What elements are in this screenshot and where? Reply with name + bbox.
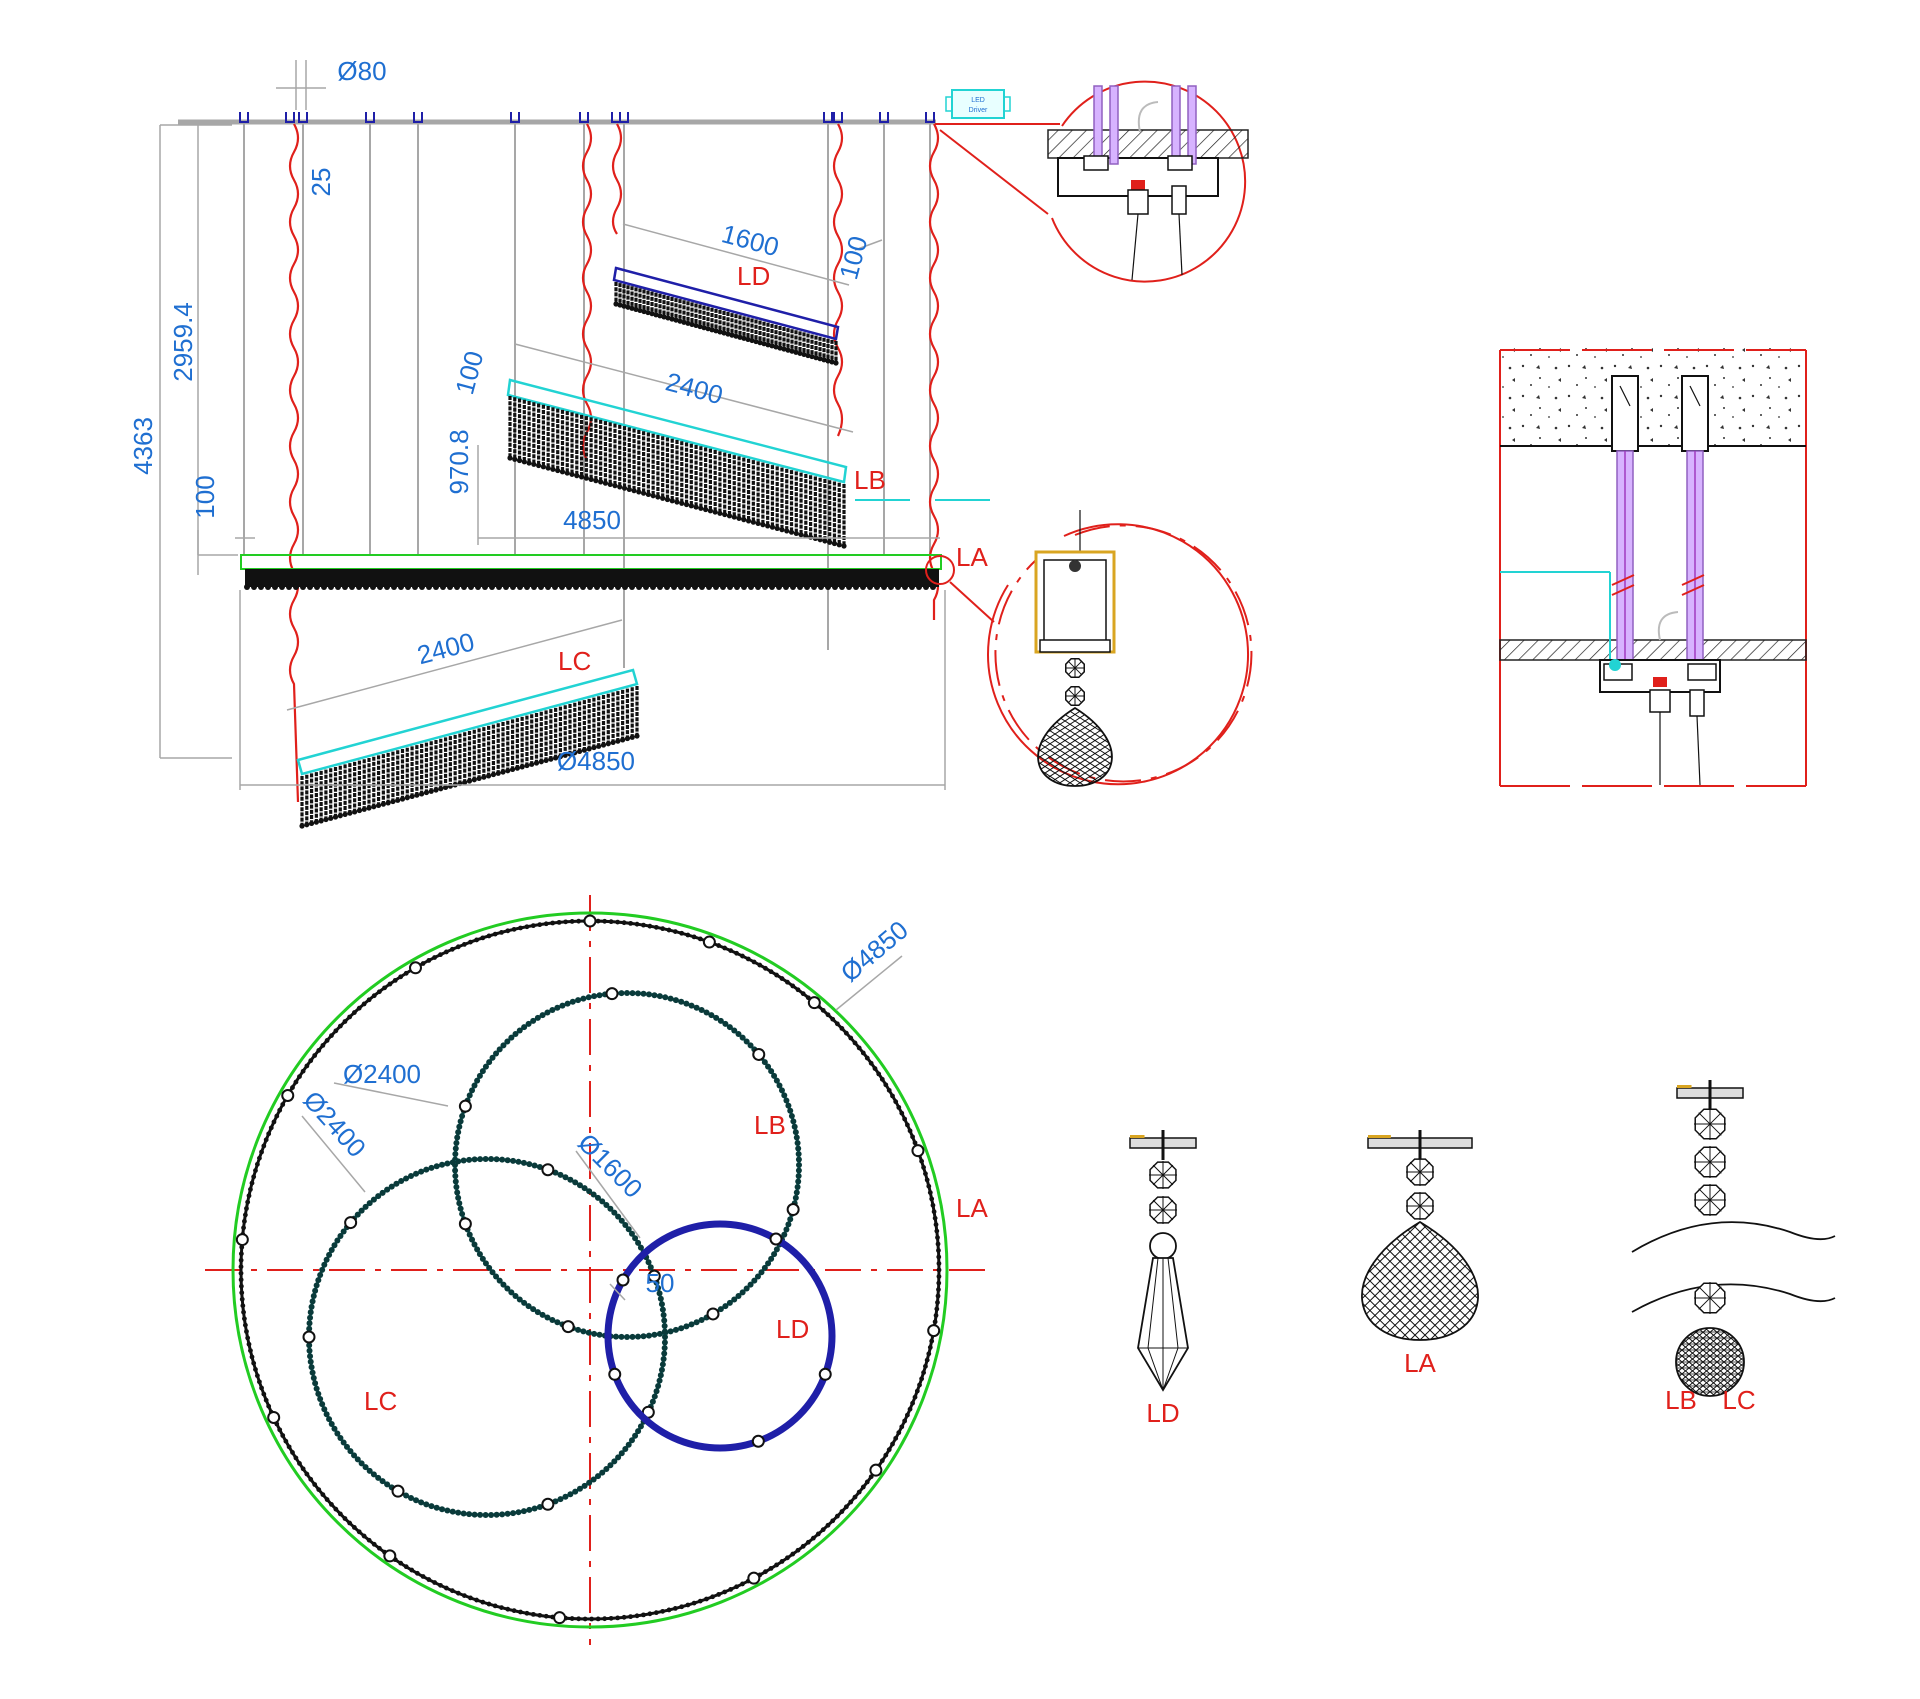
pendant-ld	[1129, 1130, 1197, 1392]
label-lb: LB	[854, 465, 886, 495]
pendant-lb-lc	[1631, 1080, 1836, 1397]
ld-ring-elevation	[612, 266, 840, 366]
pendant-details: LD LA LB LC	[1129, 1080, 1836, 1428]
dimension-lines	[159, 60, 990, 790]
pendant-label-lc: LC	[1722, 1385, 1755, 1415]
plan-label-lb: LB	[754, 1110, 786, 1140]
lb-ring-elevation	[506, 378, 848, 549]
plan-label-ld: LD	[776, 1314, 809, 1344]
pendant-label-la: LA	[1404, 1348, 1436, 1378]
plan-label-la: LA	[956, 1193, 988, 1223]
dim-total-drop: 4363	[128, 417, 158, 475]
elevation-view: LED Driver	[128, 56, 1011, 829]
ceiling-mounts	[239, 112, 935, 123]
label-lc: LC	[558, 646, 591, 676]
section-detail	[1499, 348, 1807, 787]
pendant-label-ld: LD	[1146, 1398, 1179, 1428]
lc-ring-elevation	[296, 668, 640, 829]
dim-la-height: 100	[190, 475, 220, 518]
dim-la-drop: 2959.4	[168, 302, 198, 382]
dim-lb-height: 100	[449, 348, 489, 398]
dim-ld-width: 1600	[719, 218, 783, 262]
dim-lb-width: 2400	[663, 366, 727, 410]
pendant-label-lb: LB	[1665, 1385, 1697, 1415]
suspension-rods	[243, 124, 931, 668]
driver-label-2: Driver	[969, 107, 988, 114]
plan-label-lc: LC	[364, 1386, 397, 1416]
plan-dim-offset: 50	[646, 1268, 675, 1298]
plan-dim-ld: Ø1600	[572, 1127, 648, 1203]
plan-dim-lb: Ø2400	[343, 1059, 421, 1089]
label-la: LA	[956, 542, 988, 572]
dim-rail-diameter: Ø80	[337, 56, 386, 86]
plan-view: Ø4850 Ø2400 Ø2400 Ø1600 50 LB LA LD LC	[205, 895, 990, 1645]
detail-la-profile	[925, 510, 1253, 787]
power-wires	[288, 123, 940, 803]
detail-ceiling-mount	[935, 80, 1249, 283]
label-ld: LD	[737, 261, 770, 291]
pendant-la	[1361, 1130, 1479, 1341]
dim-rail-offset: 25	[306, 168, 336, 197]
la-ring-elevation	[240, 554, 942, 590]
driver-label-1: LED	[971, 97, 985, 104]
dim-la-width: 4850	[563, 505, 621, 535]
plan-dim-la: Ø4850	[835, 915, 914, 988]
led-driver: LED Driver	[945, 89, 1011, 119]
dim-lb-drop: 970.8	[444, 429, 474, 494]
dim-overall-diameter: Ø4850	[557, 746, 635, 776]
dim-lc-width: 2400	[414, 626, 478, 670]
